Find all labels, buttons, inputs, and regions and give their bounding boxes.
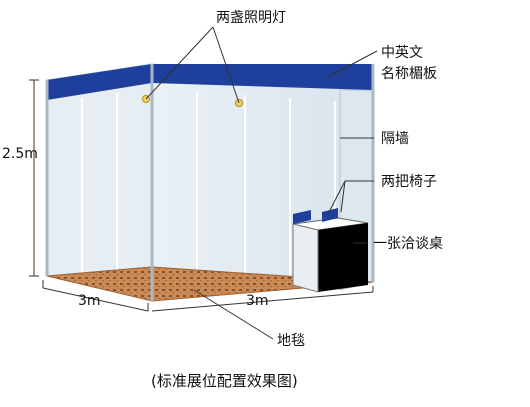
- label-depth: 3m: [78, 293, 101, 309]
- table-body: [318, 223, 368, 292]
- leader-lines: [145, 26, 378, 340]
- label-partition: 隔墙: [381, 131, 409, 147]
- label-fascia-line1: 中英文: [381, 44, 423, 61]
- label-lights: 两盏照明灯: [216, 10, 286, 26]
- fascia-board-front: [152, 64, 373, 90]
- table-side: [292, 223, 319, 293]
- label-chairs: 两把椅子: [381, 174, 437, 190]
- fascia-board-left: [47, 64, 152, 100]
- label-fascia-line2: 名称楣板: [381, 66, 437, 82]
- label-carpet: 地毯: [277, 333, 305, 349]
- label-height: 2.5m: [2, 146, 38, 162]
- label-table: 一张洽谈桌: [373, 236, 443, 252]
- chair-icon: [322, 208, 338, 222]
- chair-icon: [293, 210, 311, 224]
- diagram-caption: (标准展位配置效果图): [151, 372, 298, 390]
- label-width: 3m: [246, 293, 269, 309]
- dimension-lines: [29, 79, 374, 312]
